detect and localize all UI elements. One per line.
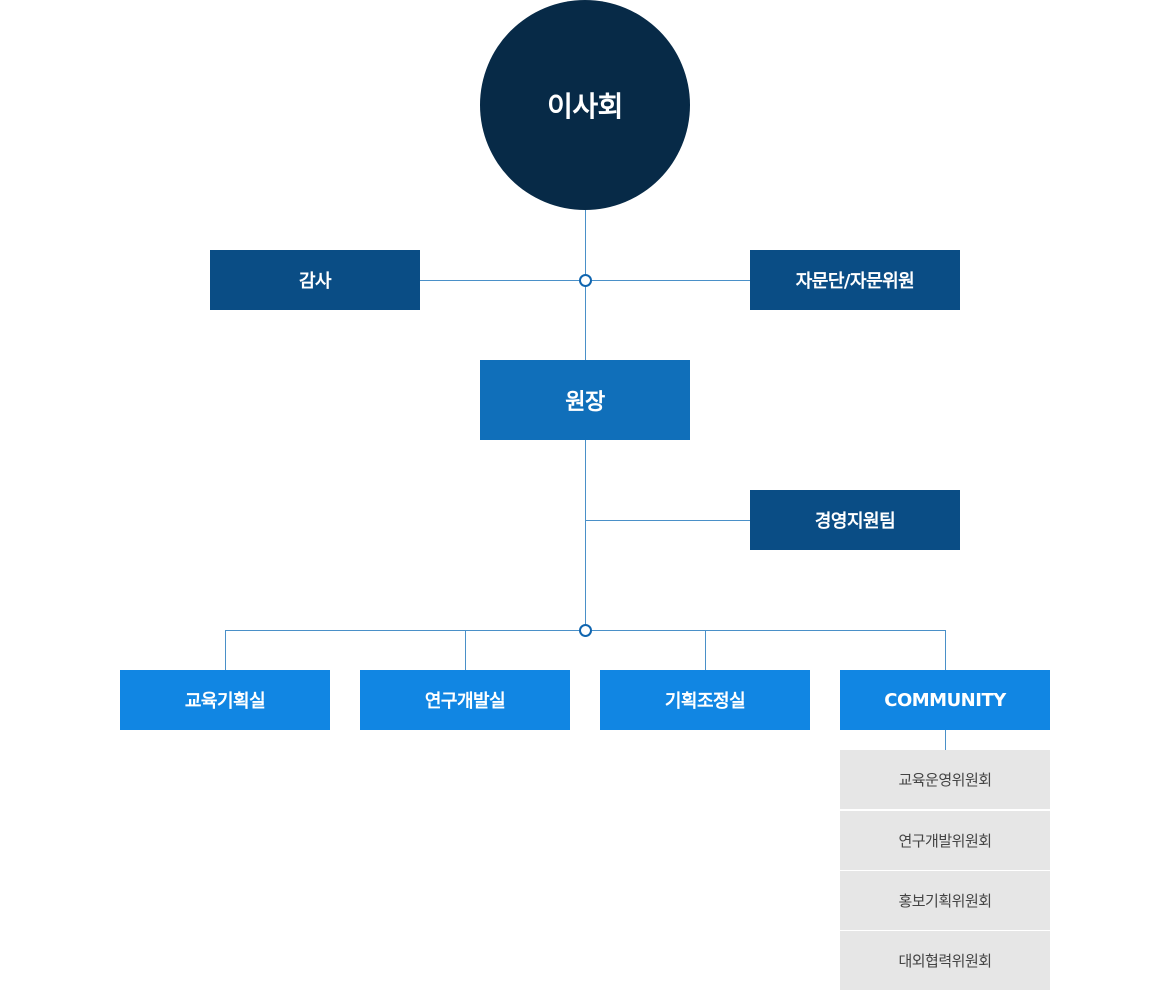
connector-dept-1 — [225, 630, 226, 670]
committee-item-external-cooperation: 대외협력위원회 — [840, 931, 1050, 990]
connector-community-committees — [945, 730, 946, 750]
connector-dept-3 — [705, 630, 706, 670]
board-node: 이사회 — [480, 0, 690, 210]
committee-item-research-development: 연구개발위원회 — [840, 811, 1050, 870]
director-node: 원장 — [480, 360, 690, 440]
advisory-node: 자문단/자문위원 — [750, 250, 960, 310]
management-team-node: 경영지원팀 — [750, 490, 960, 550]
committee-item-education-operations: 교육운영위원회 — [840, 750, 1050, 809]
junction-dot-lower — [579, 624, 592, 637]
department-node-education-planning: 교육기획실 — [120, 670, 330, 730]
audit-node: 감사 — [210, 250, 420, 310]
junction-dot-upper — [579, 274, 592, 287]
committee-item-pr-planning: 홍보기획위원회 — [840, 871, 1050, 930]
department-node-research-development: 연구개발실 — [360, 670, 570, 730]
connector-dept-4 — [945, 630, 946, 670]
department-node-planning-coordination: 기획조정실 — [600, 670, 810, 730]
connector-director-departments — [585, 440, 586, 630]
connector-dept-2 — [465, 630, 466, 670]
department-node-community: COMMUNITY — [840, 670, 1050, 730]
connector-management — [585, 520, 750, 521]
